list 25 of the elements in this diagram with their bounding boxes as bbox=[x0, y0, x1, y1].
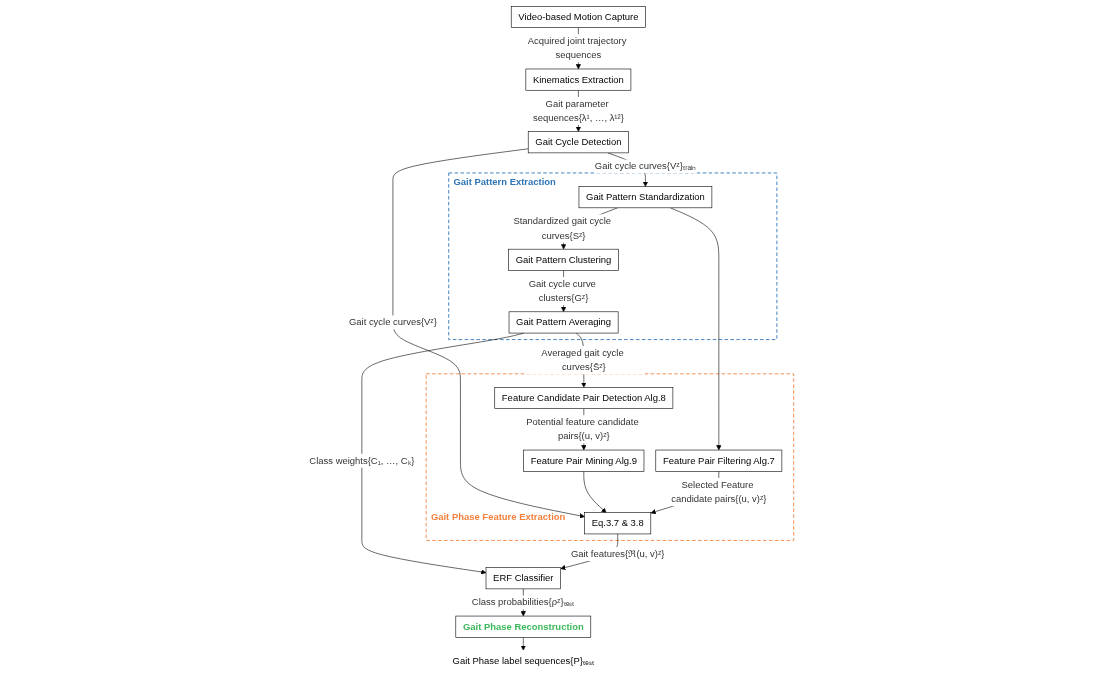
node-box: Video-based Motion Capture bbox=[510, 5, 646, 28]
node-box: Feature Pair Mining Alg.9 bbox=[523, 449, 645, 472]
edge-label: Gait cycle curves{Vᶻ}ₜᵣₐᵢₙ bbox=[594, 160, 696, 171]
node-box: Feature Pair Filtering Alg.7 bbox=[655, 449, 783, 472]
edge-label: Gait cycle curve clusters{Gᶻ} bbox=[528, 278, 596, 303]
edge-label: Potential feature candidate pairs{(u, v)ᶻ} bbox=[526, 416, 639, 441]
node-box: Kinematics Extraction bbox=[525, 68, 632, 91]
node-box: Gait Pattern Standardization bbox=[578, 185, 713, 208]
edge-label: Gait features{ℜ(u, v)ᶻ} bbox=[570, 548, 665, 559]
edge-label: Averaged gait cycle curves{S̄ᶻ} bbox=[541, 347, 624, 372]
node-box: Gait Pattern Averaging bbox=[508, 311, 619, 333]
edge-label: Acquired joint trajectory sequences bbox=[527, 35, 627, 60]
edge-label: Standardized gait cycle curves{Sᶻ} bbox=[513, 215, 612, 240]
node-box: Gait Cycle Detection bbox=[527, 130, 629, 153]
edge-label: Class probabilities{ρᶻ}ₜₑₛₜ bbox=[471, 596, 575, 607]
edge-label: Gait parameter sequences{λ¹, …, λ¹²} bbox=[532, 98, 624, 123]
node-box: Gait Pattern Clustering bbox=[508, 248, 619, 271]
node-box: Feature Candidate Pair Detection Alg.8 bbox=[494, 386, 674, 409]
edge-label: Selected Feature candidate pairs{(u, v)ᶻ} bbox=[671, 479, 767, 504]
node-box: ERF Classifier bbox=[485, 566, 561, 589]
edge-label: Class weights{C₁, …, Cₖ} bbox=[309, 454, 415, 465]
node-text: Gait Phase label sequences{P}ₜₑₛₜ bbox=[452, 655, 595, 666]
edge-label: Gait cycle curves{Vᶻ} bbox=[348, 316, 437, 327]
node-box: Eq.3.7 & 3.8 bbox=[584, 511, 652, 534]
node-box: Gait Phase Reconstruction bbox=[455, 615, 592, 638]
